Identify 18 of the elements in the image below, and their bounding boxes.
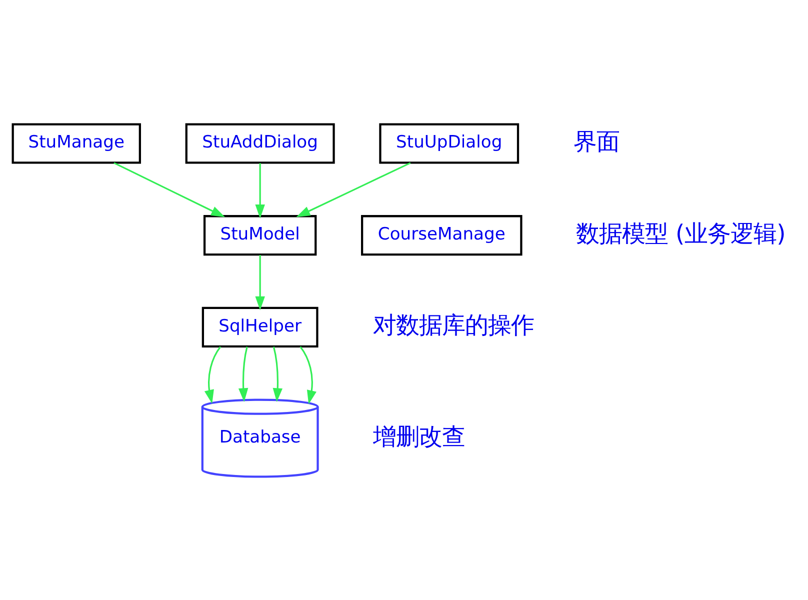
node-box: StuManage	[12, 122, 141, 164]
arrow	[238, 346, 248, 402]
node-box: StuUpDialog	[379, 122, 520, 164]
arrow	[204, 346, 222, 404]
label: 界面	[574, 126, 620, 155]
arrow	[272, 346, 283, 402]
arrow	[114, 162, 225, 217]
node-box: SqlHelper	[202, 306, 318, 347]
node-box: StuAddDialog	[185, 122, 335, 164]
label: 对数据库的操作	[372, 310, 534, 339]
label: 增删改查	[373, 422, 466, 450]
label: 数据模型 (业务逻辑)	[576, 218, 786, 247]
arrow	[300, 346, 316, 404]
node-box: CourseManage	[361, 214, 522, 256]
node-box: StuModel	[203, 214, 317, 256]
arrow	[255, 254, 265, 310]
arrow	[296, 162, 411, 217]
arrow	[255, 162, 265, 218]
